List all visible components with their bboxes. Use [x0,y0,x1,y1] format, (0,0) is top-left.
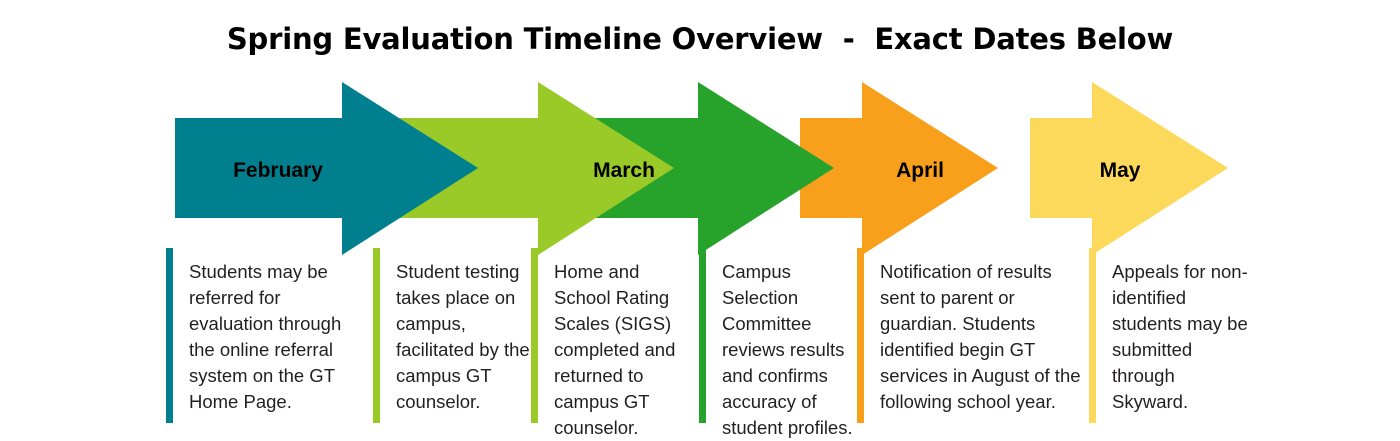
page-title: Spring Evaluation Timeline Overview - Ex… [226,22,1174,56]
step-description: Students may be referred for evaluation … [189,261,342,412]
arrow-light-green [376,82,674,255]
timeline-svg [175,82,1228,255]
step-accent-bar [531,248,538,423]
step-description: Home and School Rating Scales (SIGS) com… [554,261,676,438]
arrow-teal [175,82,478,255]
step-description: Student testing takes place on campus, f… [396,261,530,412]
step-accent-bar [166,248,173,423]
step-description: Campus Selection Committee reviews resul… [722,261,853,438]
arrow-dark-green [536,82,834,255]
list-item: Home and School Rating Scales (SIGS) com… [531,248,699,438]
timeline-description-row: Students may be referred for evaluation … [0,248,1400,438]
step-accent-bar [1089,248,1096,423]
timeline-arrow-band: February March April May [175,82,1228,255]
list-item: Campus Selection Committee reviews resul… [699,248,857,438]
step-accent-bar [373,248,380,423]
list-item: Student testing takes place on campus, f… [373,248,531,425]
arrow-orange [800,82,998,255]
list-item: Appeals for non-identified students may … [1089,248,1254,425]
list-item: Notification of results sent to parent o… [857,248,1087,425]
step-description: Notification of results sent to parent o… [880,261,1081,412]
step-accent-bar [857,248,864,423]
list-item: Students may be referred for evaluation … [166,248,362,425]
step-description: Appeals for non-identified students may … [1112,261,1248,412]
arrow-yellow [1030,82,1228,255]
step-accent-bar [699,248,706,423]
